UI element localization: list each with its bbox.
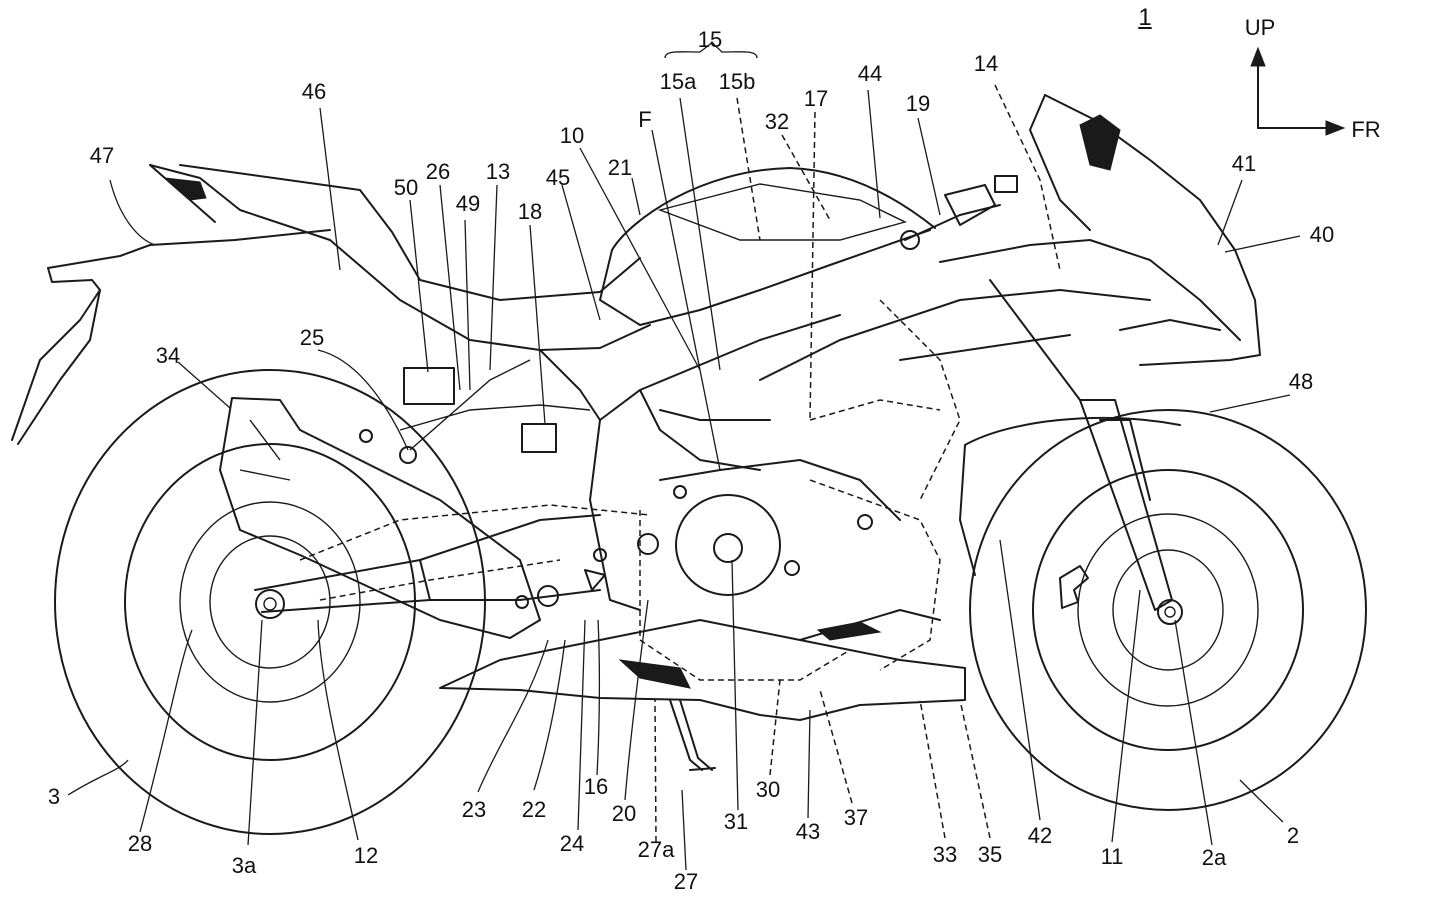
callout-47: 47 <box>89 143 115 168</box>
callout-43: 43 <box>795 819 821 844</box>
callout-34: 34 <box>155 343 181 368</box>
callout-33: 33 <box>932 842 958 867</box>
callout-40: 40 <box>1309 222 1335 247</box>
callout-27a: 27a <box>637 837 675 862</box>
callout-20: 20 <box>611 801 637 826</box>
callout-26: 26 <box>425 159 451 184</box>
direction-indicator <box>1250 46 1346 136</box>
components <box>299 299 961 609</box>
frame <box>399 314 841 611</box>
callout-2a: 2a <box>1201 845 1227 870</box>
under-cowl <box>439 609 966 721</box>
leader-lines <box>67 40 1301 871</box>
figure-number: 1 <box>1138 4 1152 31</box>
callout-12: 12 <box>353 843 379 868</box>
seat <box>179 164 651 351</box>
rear-tail <box>11 164 331 445</box>
callout-30: 30 <box>755 777 781 802</box>
callout-49: 49 <box>455 191 481 216</box>
callout-32: 32 <box>764 109 790 134</box>
motor <box>637 459 941 681</box>
callout-18: 18 <box>517 199 543 224</box>
callout-27: 27 <box>673 869 699 894</box>
callout-17: 17 <box>803 86 829 111</box>
callout-14: 14 <box>973 51 999 76</box>
callout-46: 46 <box>301 79 327 104</box>
callout-37: 37 <box>843 805 869 830</box>
callout-15a: 15a <box>659 69 697 94</box>
callout-11: 11 <box>1100 844 1124 869</box>
callout-10: 10 <box>559 123 585 148</box>
callout-48: 48 <box>1288 369 1314 394</box>
front-fairing <box>759 94 1261 381</box>
callout-25: 25 <box>299 325 325 350</box>
callout-44: 44 <box>857 61 883 86</box>
callout-21: 21 <box>607 155 633 180</box>
rear-wheel <box>54 369 486 835</box>
swing-arm <box>254 514 601 613</box>
callout-28: 28 <box>127 831 153 856</box>
callout-3a: 3a <box>231 853 257 878</box>
callout-23: 23 <box>461 797 487 822</box>
front-wheel <box>969 409 1367 811</box>
muffler <box>219 397 541 639</box>
callout-15b: 15b <box>718 69 756 94</box>
front-direction-label: FR <box>1351 117 1381 142</box>
callout-24: 24 <box>559 831 585 856</box>
callout-45: 45 <box>545 165 571 190</box>
callout-22: 22 <box>521 797 547 822</box>
fuel-tank <box>599 167 936 326</box>
callout-3: 3 <box>47 784 61 809</box>
callout-50: 50 <box>393 175 419 200</box>
callout-41: 41 <box>1231 151 1257 176</box>
callout-19: 19 <box>905 91 931 116</box>
callout-35: 35 <box>977 842 1003 867</box>
callout-15: 15 <box>697 27 723 52</box>
handlebar <box>900 175 1018 250</box>
front-fork <box>989 279 1173 611</box>
callout-42: 42 <box>1027 823 1053 848</box>
callout-F: F <box>638 107 652 132</box>
callout-2: 2 <box>1286 823 1300 848</box>
callout-16: 16 <box>583 774 609 799</box>
callout-13: 13 <box>485 159 511 184</box>
front-fender <box>959 416 1181 576</box>
up-direction-label: UP <box>1244 15 1276 40</box>
side-stand <box>669 699 716 771</box>
callout-31: 31 <box>723 809 749 834</box>
